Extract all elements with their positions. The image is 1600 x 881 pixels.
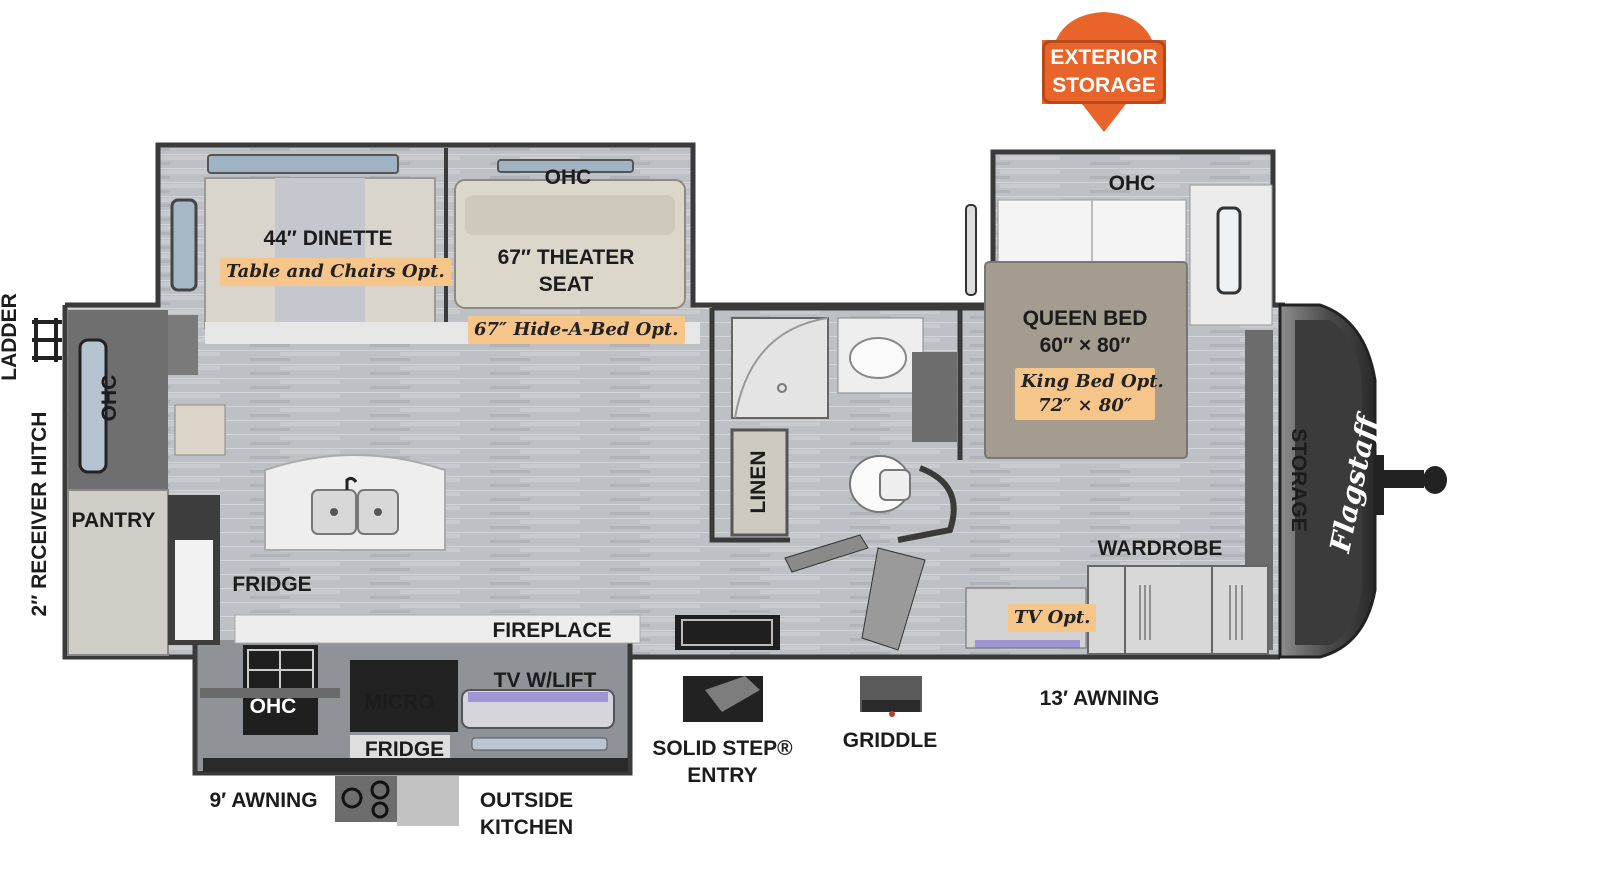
shower-icon [731,317,829,419]
jack-icon [1376,455,1447,515]
dinette-option-tag: Table and Chairs Opt. [220,258,451,286]
bath-walls [709,305,985,543]
dinette-label: 44″ DINETTE [263,227,393,250]
griddle-label: GRIDDLE [842,729,938,752]
theater-seat-label-line2: SEAT [538,273,594,296]
ladder [32,318,62,362]
micro-label: MICRO [364,691,435,714]
tv-option-tag: TV Opt. [1008,604,1097,632]
wardrobe [1087,565,1269,655]
queen-bed [984,261,1188,459]
fridge-label: FRIDGE [232,573,312,596]
fireplace-label: FIREPLACE [492,619,612,642]
king-bed-option-tag: King Bed Opt. 72″ × 80″ [1015,368,1164,420]
solid-step-label-line2: ENTRY [687,764,758,787]
slide-fridge-label: FRIDGE [364,738,445,761]
cooktop-icon [335,776,459,826]
awning-13-label: 13′ AWNING [1039,687,1160,710]
outer-walls [62,142,1285,776]
ohc-kitchen-label: OHC [249,695,297,718]
ohc-rear-label: OHC [98,374,121,422]
queen-bed-label-line1: QUEEN BED [1022,307,1148,330]
receiver-hitch-label: 2″ RECEIVER HITCH [28,411,51,617]
exterior-storage-badge [1042,12,1166,132]
pantry-label: PANTRY [71,509,156,532]
ohc-bedroom-label: OHC [1108,172,1156,195]
awning-9-label: 9′ AWNING [209,789,318,812]
dinette-area [170,154,436,329]
tv-lift-label: TV W/LIFT [493,669,597,692]
wardrobe-label: WARDROBE [1097,537,1223,560]
outside-kitchen-label-line2: KITCHEN [479,816,574,839]
ohc-front-label: OHC [544,166,592,189]
king-bed-option-line2: 72″ × 80″ [1038,395,1132,416]
king-bed-option-line1: King Bed Opt. [1021,371,1164,392]
ladder-label: LADDER [0,293,21,381]
exterior-storage-line2: STORAGE [1052,74,1156,97]
sink-icon [311,476,399,535]
exterior-storage-line1: EXTERIOR [1050,46,1158,69]
linen-label: LINEN [747,450,770,514]
solid-step-label-line1: SOLID STEP® [652,737,793,760]
hide-a-bed-option-tag: 67″ Hide-A-Bed Opt. [468,316,685,344]
theater-seat [454,159,686,309]
storage-label: STORAGE [1287,428,1310,532]
toilet-icon [849,455,911,513]
exterior-storage-label: EXTERIOR STORAGE [1040,44,1168,100]
queen-bed-label-line2: 60″ × 80″ [1039,334,1131,357]
outside-kitchen-label-line1: OUTSIDE [479,789,574,812]
theater-seat-label-line1: 67″ THEATER [497,246,635,269]
